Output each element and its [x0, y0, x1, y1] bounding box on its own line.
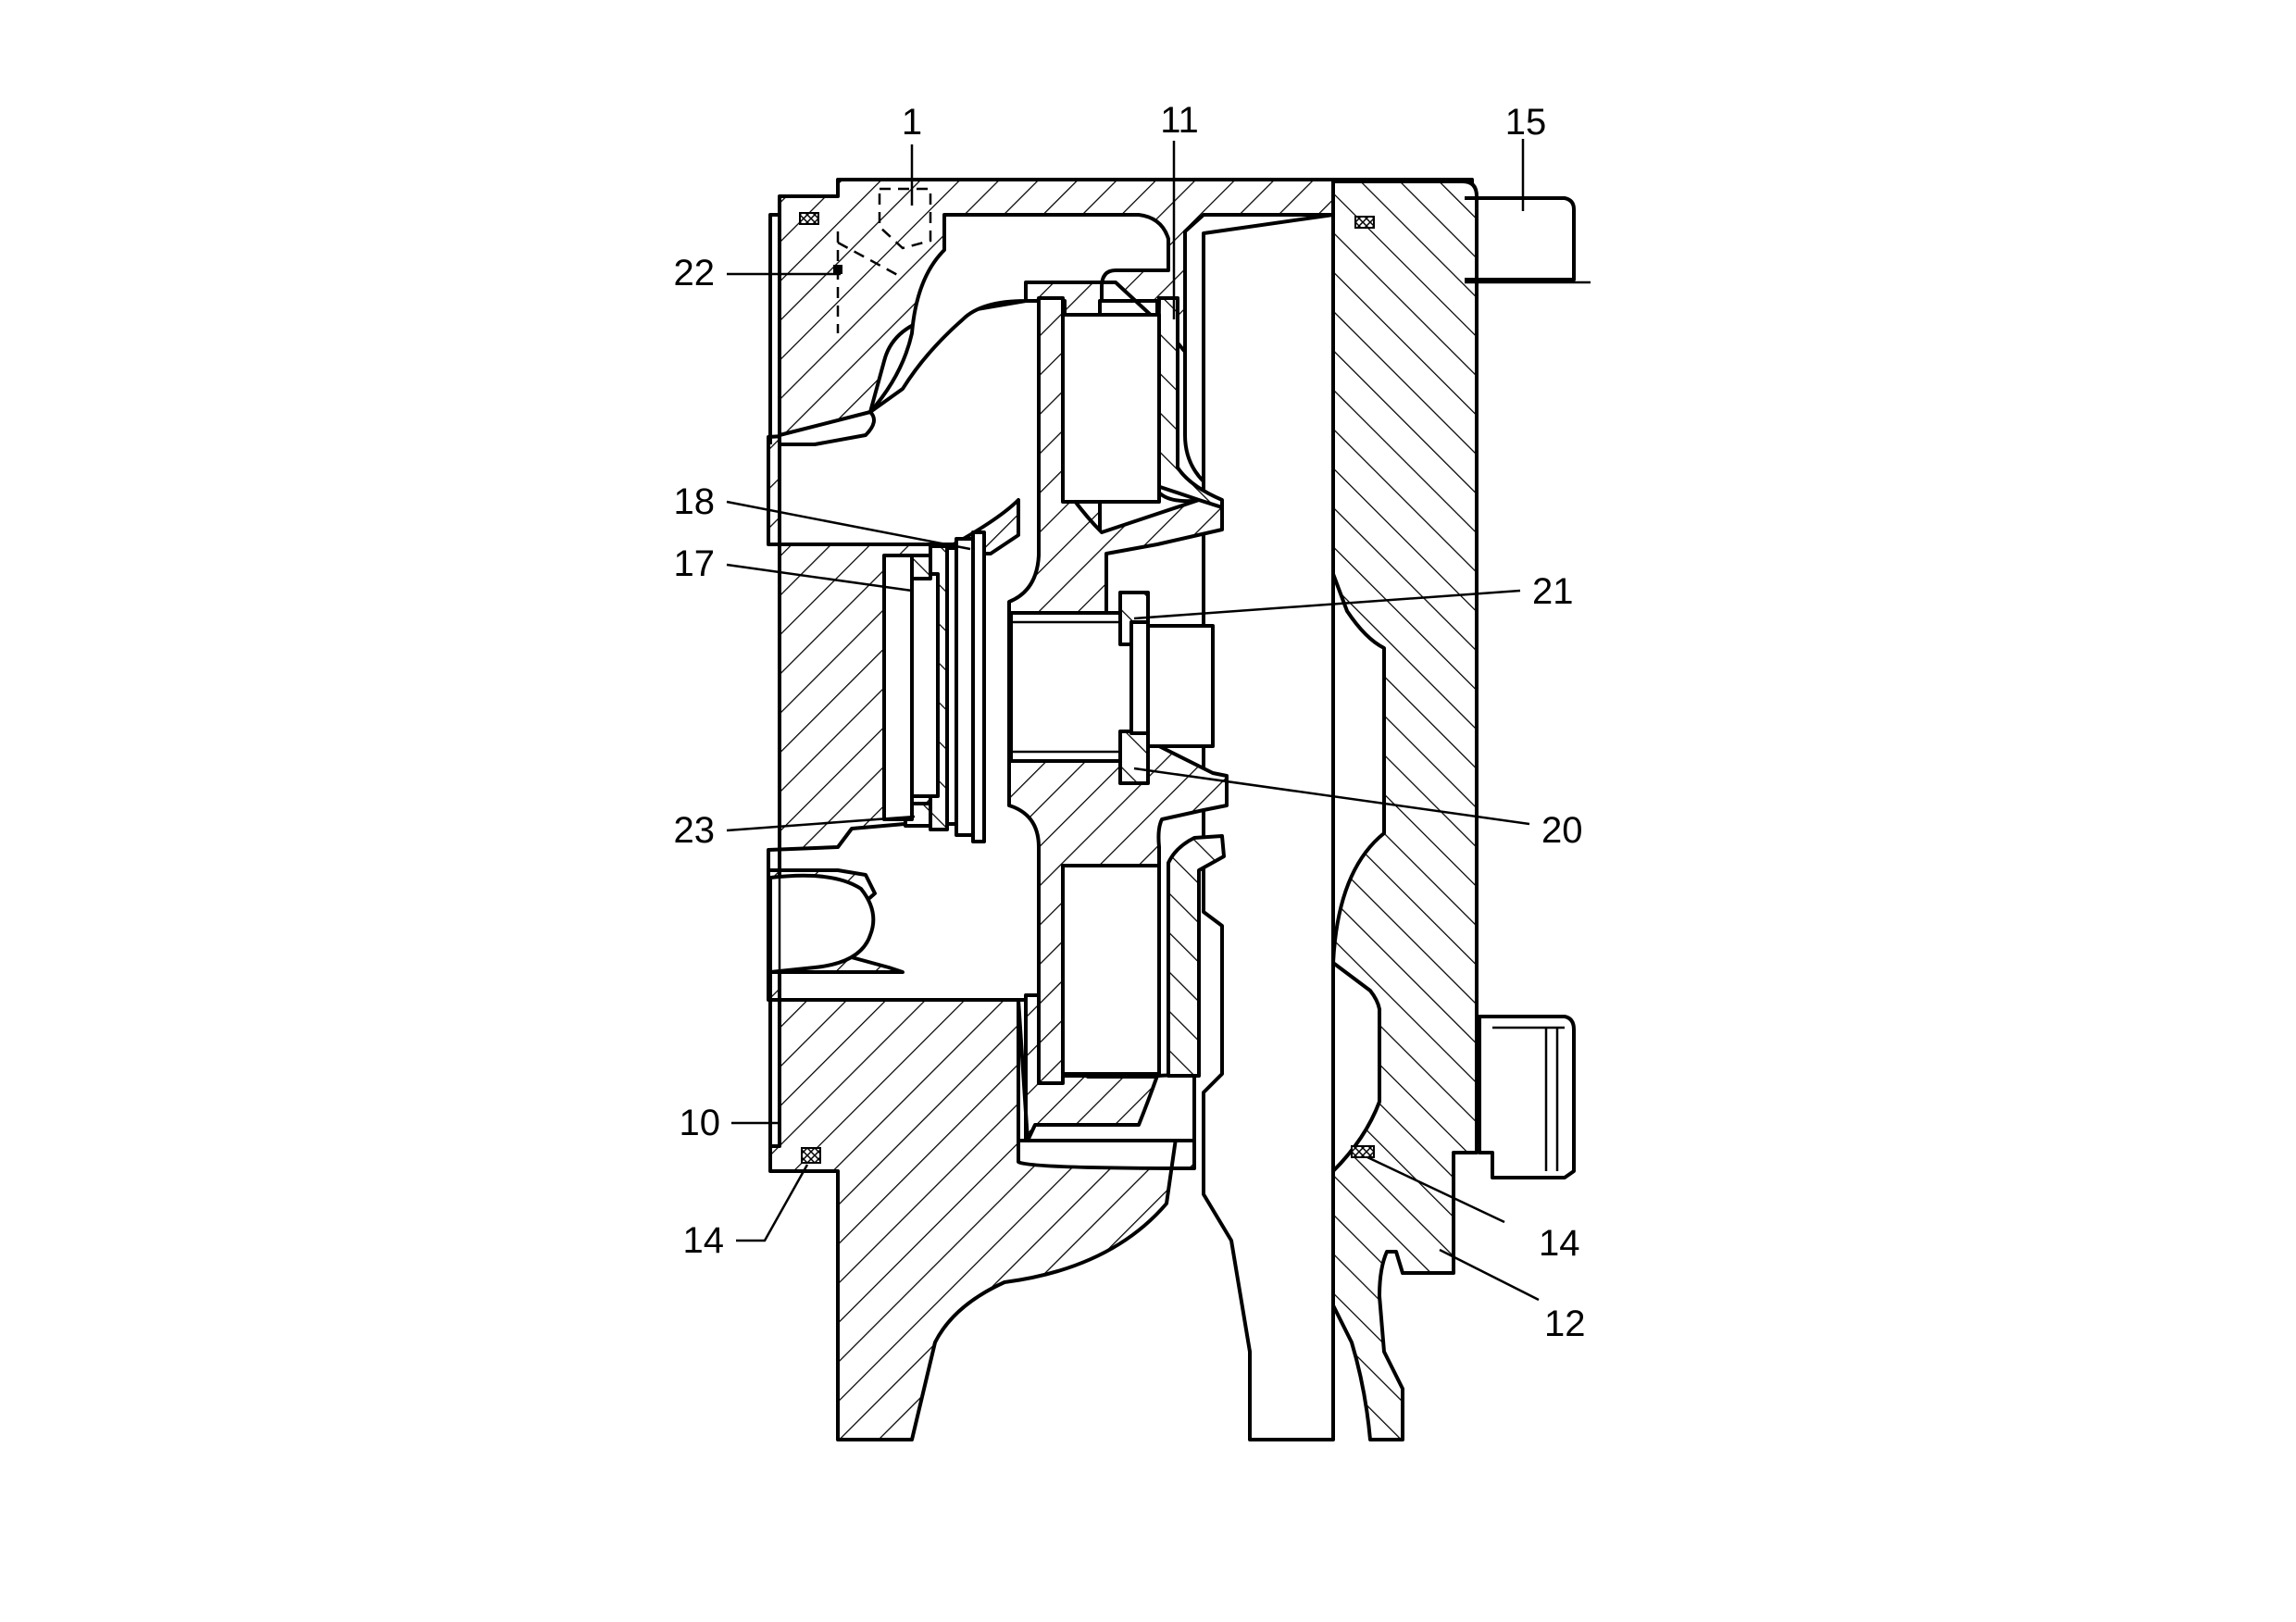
- lower-volute-channel: [768, 873, 1196, 1142]
- leader-17: [726, 563, 913, 593]
- label-1: 1: [902, 102, 922, 143]
- hidden-fastener: [833, 187, 932, 333]
- label-10: 10: [680, 1103, 721, 1143]
- spline-stub: [1478, 1015, 1576, 1179]
- o-rings-14: [799, 212, 1375, 1164]
- leader-lines: [726, 139, 1540, 1302]
- leader-21: [1133, 589, 1521, 620]
- leader-14-left: [736, 1164, 809, 1242]
- casing-12: [1331, 180, 1479, 1441]
- label-15: 15: [1505, 102, 1547, 143]
- label-17: 17: [674, 543, 716, 584]
- impeller-hub: [1009, 591, 1215, 785]
- label-21: 21: [1532, 571, 1574, 612]
- central-bore: [1202, 213, 1335, 1441]
- reference-labels: 1 11 15 22 18 17 21 23 20 10 14 14 12: [674, 100, 1586, 1344]
- leader-18: [726, 500, 971, 551]
- label-12: 12: [1544, 1304, 1586, 1344]
- mounting-block-15: [1465, 196, 1591, 284]
- impeller-11: [1007, 296, 1229, 1085]
- label-11: 11: [1160, 100, 1199, 141]
- leader-20: [1133, 767, 1530, 826]
- label-20: 20: [1541, 810, 1583, 851]
- upper-volute-channel: [778, 213, 1205, 504]
- label-14-right: 14: [1539, 1223, 1580, 1264]
- left-cover: [768, 213, 781, 1171]
- label-22: 22: [674, 253, 716, 293]
- leader-23: [726, 815, 916, 832]
- label-18: 18: [674, 481, 716, 522]
- seal-assembly: [882, 530, 986, 843]
- leader-14-right: [1366, 1155, 1505, 1224]
- label-14-left: 14: [683, 1220, 725, 1261]
- leader-12: [1439, 1248, 1540, 1302]
- label-23: 23: [674, 810, 716, 851]
- housing-10: [767, 178, 1474, 1441]
